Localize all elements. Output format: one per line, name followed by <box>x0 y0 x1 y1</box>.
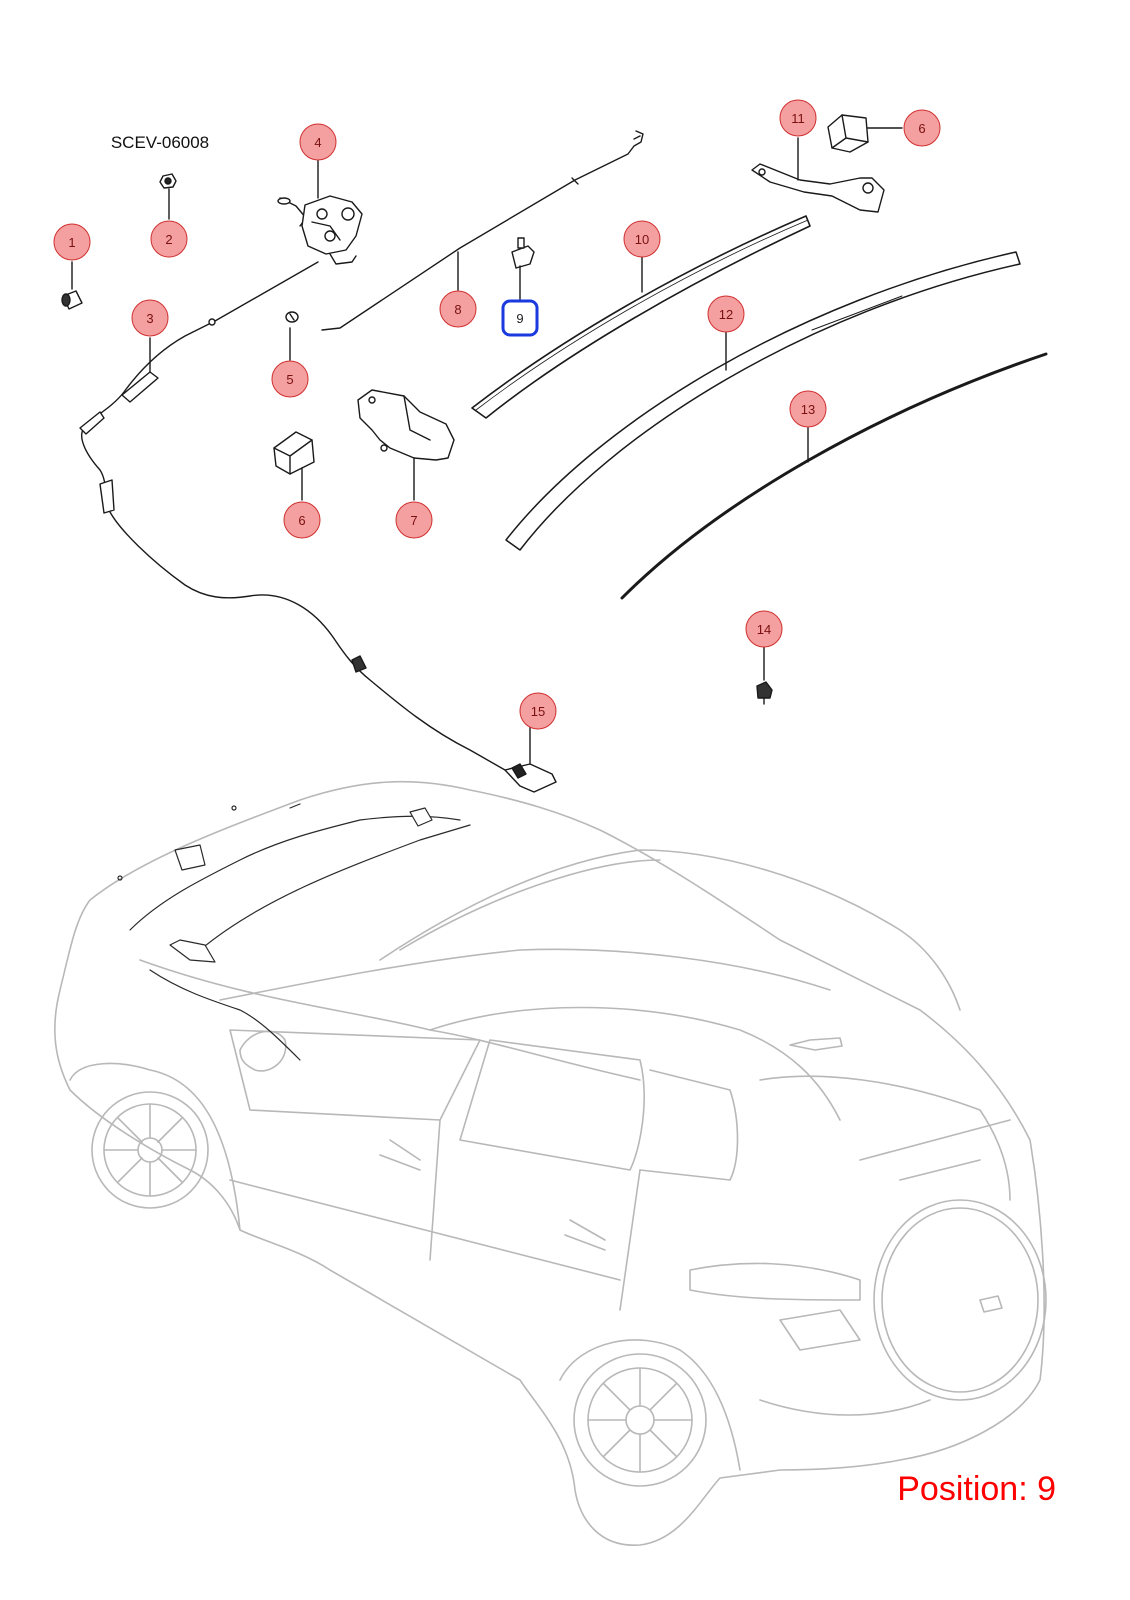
part-6-pad-left <box>273 431 315 501</box>
callout-2[interactable]: 2 <box>150 220 188 258</box>
part-5-grommet <box>285 311 299 361</box>
vehicle-outline <box>54 780 1047 1546</box>
part-12-hood-seal <box>505 251 1021 551</box>
part-9-clip <box>511 237 535 301</box>
part-14-bumper <box>756 646 773 705</box>
callout-circle <box>707 295 745 333</box>
part-8-prop-rod <box>321 130 644 331</box>
callout-number: 4 <box>314 135 321 150</box>
part-10-weatherstrip <box>471 215 811 419</box>
callout-number: 6 <box>918 121 925 136</box>
callout-number: 5 <box>286 372 293 387</box>
parts-artwork <box>61 114 1048 793</box>
callout-circle <box>745 610 783 648</box>
callout-circle <box>779 99 817 137</box>
callout-5[interactable]: 5 <box>271 360 309 398</box>
part-15-release-handle <box>504 725 557 793</box>
callout-number: 6 <box>298 513 305 528</box>
callout-8[interactable]: 8 <box>439 290 477 328</box>
selected-callout-frame <box>501 299 539 337</box>
callout-circle <box>271 360 309 398</box>
callout-9[interactable]: 9 <box>501 299 539 337</box>
callout-14[interactable]: 14 <box>745 610 783 648</box>
callout-circle <box>299 123 337 161</box>
callout-number: 1 <box>68 235 75 250</box>
callout-13[interactable]: 13 <box>789 390 827 428</box>
callout-1[interactable]: 1 <box>53 223 91 261</box>
callout-circle <box>395 501 433 539</box>
part-4-hood-latch <box>277 159 363 265</box>
callout-circle <box>53 223 91 261</box>
callout-circle <box>439 290 477 328</box>
vehicle-parts-overlay <box>117 803 471 1061</box>
part-6-pad-right <box>827 114 903 153</box>
callout-number: 9 <box>516 311 523 326</box>
callout-number: 12 <box>719 307 733 322</box>
callout-number: 13 <box>801 402 815 417</box>
callout-circle <box>131 299 169 337</box>
part-3-release-cable <box>79 261 506 771</box>
callout-number: 11 <box>791 111 805 126</box>
part-13-seal-strip <box>620 352 1048 600</box>
callout-circle <box>283 501 321 539</box>
part-7-hinge-left <box>357 389 455 501</box>
part-2-nut <box>159 173 177 220</box>
callout-number: 2 <box>165 232 172 247</box>
callout-number: 14 <box>757 622 771 637</box>
callout-12[interactable]: 12 <box>707 295 745 333</box>
drawing-code-label: SCEV-06008 <box>111 133 209 152</box>
callout-number: 10 <box>635 232 649 247</box>
callout-number: 8 <box>454 302 461 317</box>
callout-6[interactable]: 6 <box>283 501 321 539</box>
callout-circle <box>903 109 941 147</box>
callout-11[interactable]: 11 <box>779 99 817 137</box>
part-1-bump-stop <box>61 261 83 310</box>
callout-6[interactable]: 6 <box>903 109 941 147</box>
callout-number: 3 <box>146 311 153 326</box>
callout-15[interactable]: 15 <box>519 692 557 730</box>
callout-3[interactable]: 3 <box>131 299 169 337</box>
callout-4[interactable]: 4 <box>299 123 337 161</box>
callout-number: 15 <box>531 704 545 719</box>
callout-circle <box>789 390 827 428</box>
callout-circle <box>150 220 188 258</box>
callout-10[interactable]: 10 <box>623 220 661 258</box>
part-11-hinge-right <box>751 137 885 213</box>
callout-number: 7 <box>410 513 417 528</box>
callout-circle <box>623 220 661 258</box>
position-readout: Position: 9 <box>897 1470 1056 1508</box>
callout-7[interactable]: 7 <box>395 501 433 539</box>
callout-circle <box>519 692 557 730</box>
